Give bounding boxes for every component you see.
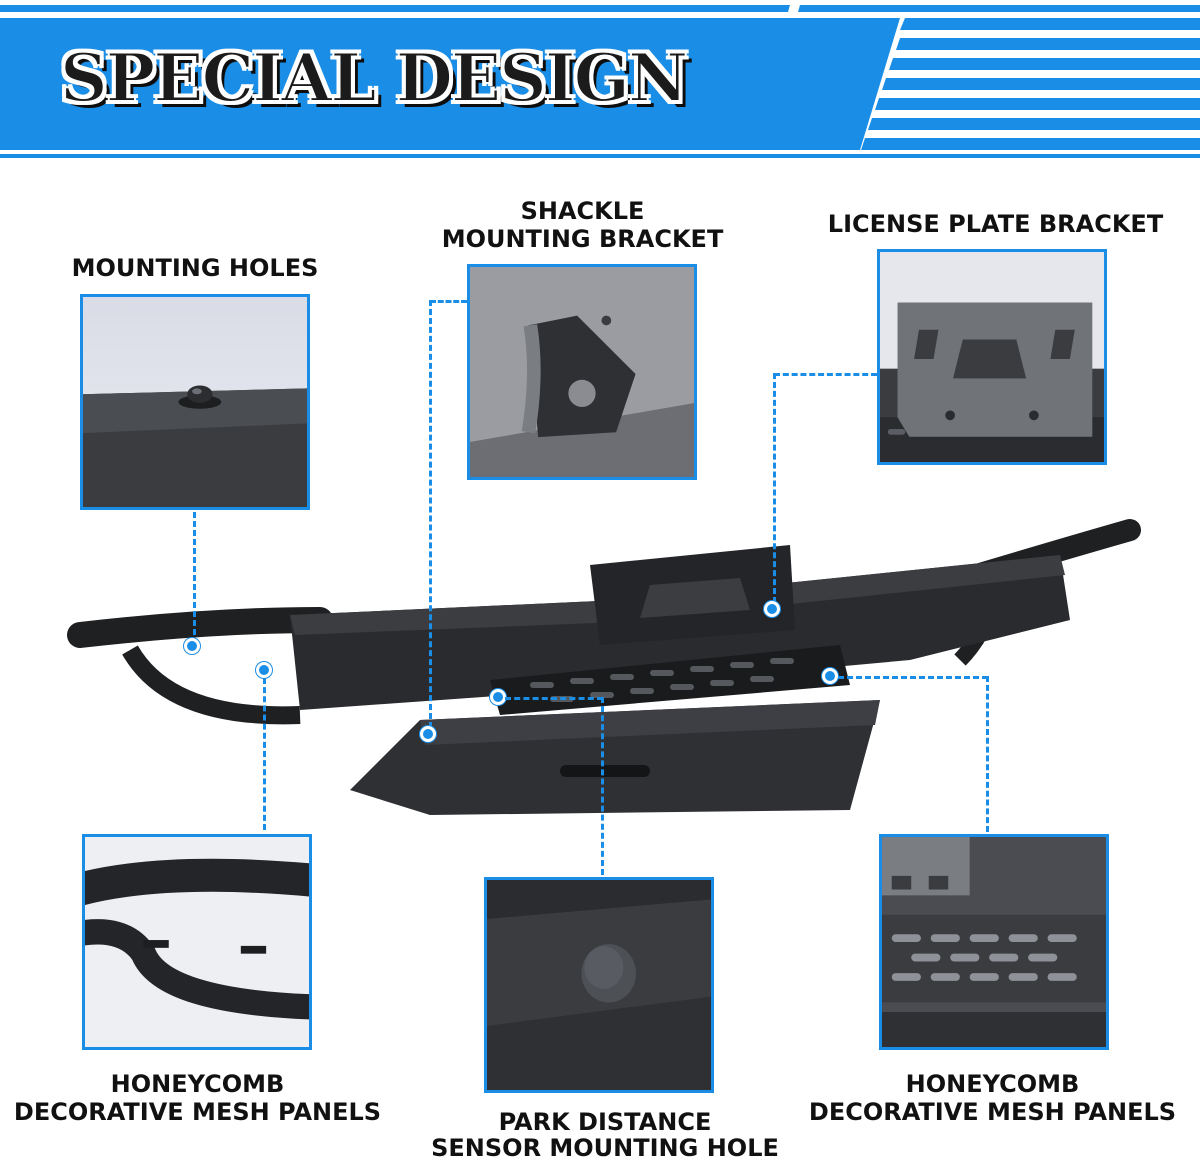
shackle-photo (470, 267, 694, 477)
panel-mesh-left (82, 834, 312, 1050)
label-shackle-line1: SHACKLE (520, 197, 645, 225)
bumper-graphic (67, 519, 1141, 815)
label-license-plate: LICENSE PLATE BRACKET (827, 210, 1164, 238)
label-sensor-line2: SENSOR MOUNTING HOLE (431, 1134, 779, 1161)
leader-mounting-holes (193, 512, 196, 644)
leader-license-h (774, 373, 877, 376)
panel-sensor-hole (484, 877, 714, 1093)
mesh-photo (882, 837, 1106, 1047)
panel-license-plate (877, 249, 1107, 465)
label-shackle-line2: MOUNTING BRACKET (441, 225, 724, 253)
license-plate-photo (880, 252, 1104, 462)
header-banner: SPECIAL DESIGN (0, 0, 1200, 160)
marker-shackle (420, 726, 436, 742)
leader-shackle-v (429, 300, 432, 728)
bumper-image (60, 510, 1160, 850)
page-title: SPECIAL DESIGN (59, 38, 689, 118)
label-mesh-right-line2: DECORATIVE MESH PANELS (808, 1098, 1177, 1126)
label-mesh-left-line1: HONEYCOMB (110, 1070, 285, 1098)
leader-sensor-h (505, 697, 603, 700)
mounting-holes-photo (83, 297, 307, 507)
label-mounting-holes: MOUNTING HOLES (71, 254, 319, 282)
label-mesh-left-line2: DECORATIVE MESH PANELS (13, 1098, 382, 1126)
panel-shackle-bracket (467, 264, 697, 480)
panel-mesh-right (879, 834, 1109, 1050)
marker-mesh-left (256, 662, 272, 678)
leader-mesh-right-v (986, 676, 989, 832)
leader-shackle-h (430, 300, 467, 303)
leader-mesh-right-h (838, 676, 988, 679)
marker-sensor (490, 689, 506, 705)
sensor-photo (487, 880, 711, 1090)
marker-license-plate (764, 601, 780, 617)
panel-mounting-holes (80, 294, 310, 510)
leader-license-v (773, 373, 776, 603)
leader-mesh-left (263, 678, 266, 830)
banner-graphic (0, 5, 1200, 158)
leader-sensor-v (601, 697, 604, 875)
label-mesh-right-line1: HONEYCOMB (905, 1070, 1080, 1098)
marker-mounting-holes (184, 638, 200, 654)
tube-photo (85, 837, 309, 1047)
marker-mesh-right (822, 668, 838, 684)
label-sensor-line1: PARK DISTANCE (498, 1108, 712, 1136)
